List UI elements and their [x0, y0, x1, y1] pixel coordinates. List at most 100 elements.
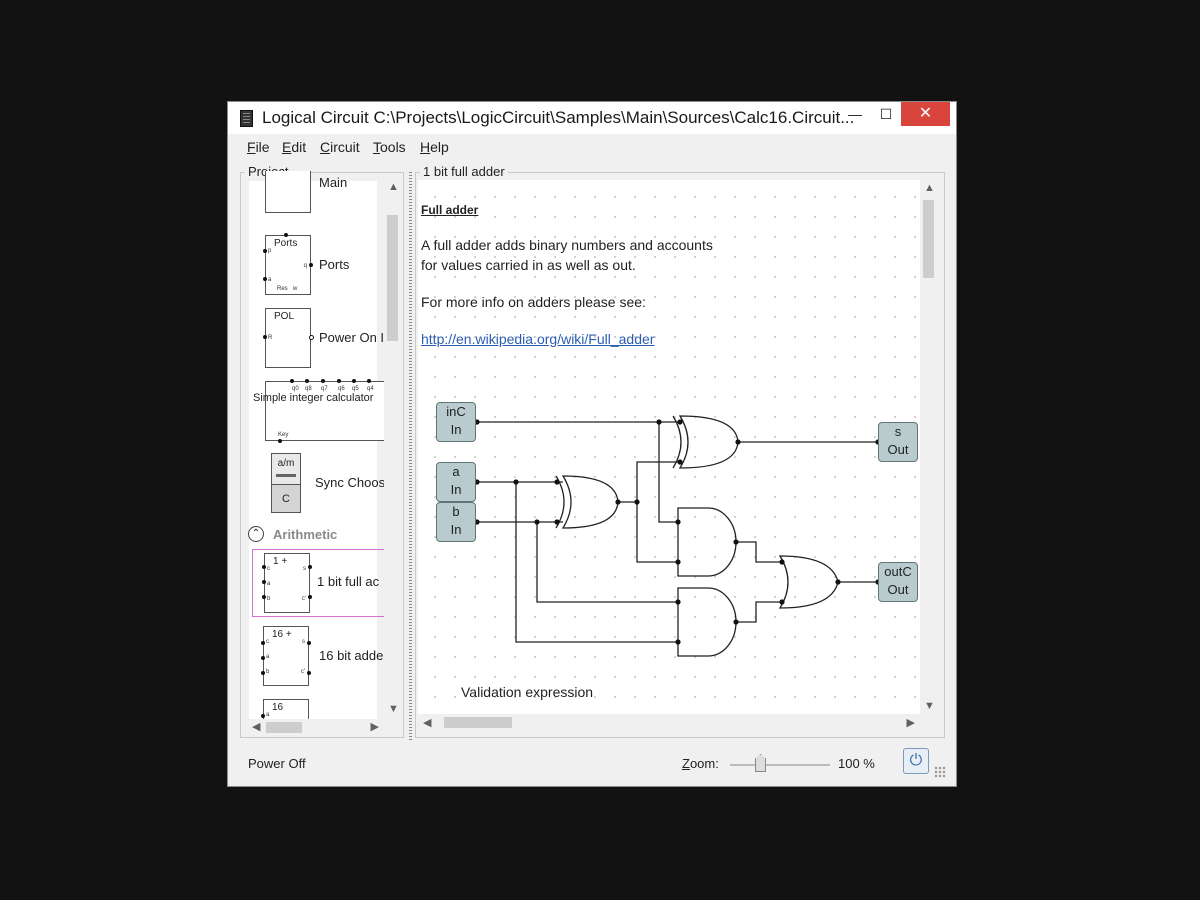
output-port-s-name: s [894, 424, 902, 439]
main-symbol [265, 171, 311, 213]
zoom-label: Zoom: [682, 756, 719, 771]
power-on-pin-r-label: R [268, 335, 273, 341]
input-port-a-kind: In [450, 482, 462, 497]
title-bar[interactable]: Logical Circuit C:\Projects\LogicCircuit… [228, 102, 956, 134]
chevron-up-icon[interactable]: ⌃ [248, 526, 264, 542]
calc-pin-q6-label: q6 [338, 386, 345, 392]
maximize-button[interactable]: ☐ [879, 106, 893, 122]
pin [262, 580, 266, 584]
category-arithmetic-label: Arithmetic [273, 527, 338, 542]
canvas-heading: Full adder [421, 203, 479, 217]
scroll-up-icon[interactable]: ▲ [388, 181, 399, 193]
menu-edit[interactable]: Edit [282, 139, 306, 155]
project-item-calculator[interactable]: q0 q8 q7 q6 q5 q4 Key Simple integer cal… [249, 379, 389, 445]
canvas-horizontal-scrollbar[interactable]: ◀ ▶ [418, 714, 920, 731]
input-port-b[interactable]: b In [436, 502, 476, 542]
zoom-value: 100 % [838, 756, 875, 771]
menu-bar: File Edit Circuit Tools Help [228, 135, 956, 157]
canvas-scroll-up-icon[interactable]: ▲ [924, 182, 935, 194]
junction [675, 559, 681, 565]
and-gate [677, 507, 737, 577]
menu-tools-accel: T [373, 139, 380, 155]
junction [615, 499, 621, 505]
project-item-ports[interactable]: Ports p q a Res w Ports [249, 233, 383, 299]
output-port-outC[interactable]: outC Out [878, 562, 918, 602]
canvas-vscroll-thumb[interactable] [923, 200, 934, 278]
project-vertical-scrollbar[interactable]: ▲ ▼ [384, 181, 401, 719]
input-port-inC-kind: In [450, 422, 462, 437]
adder16-symbol-title: 16 + [272, 629, 292, 640]
minimize-button[interactable]: — [848, 106, 862, 122]
panel-splitter[interactable] [409, 172, 412, 740]
project-item-power-on[interactable]: POL R Power On I [249, 308, 384, 372]
resize-grip[interactable] [934, 766, 946, 778]
canvas-vertical-scrollbar[interactable]: ▲ ▼ [920, 180, 937, 714]
fa-pin-s-label: s [303, 566, 306, 572]
pin [308, 565, 312, 569]
canvas-scroll-right-icon[interactable]: ▶ [906, 717, 915, 729]
circuit-canvas[interactable]: Full adder A full adder adds binary numb… [418, 180, 920, 714]
calc-key-label: Key [278, 432, 289, 438]
junction [656, 419, 662, 425]
project-item-main[interactable]: Main [249, 171, 383, 223]
canvas-hscroll-thumb[interactable] [444, 717, 512, 728]
project-horizontal-scrollbar[interactable]: ◀ ▶ [249, 719, 383, 735]
zoom-slider-thumb[interactable] [755, 754, 766, 772]
project-scroll-thumb[interactable] [387, 215, 398, 341]
a16-pin-c-label: c [266, 639, 269, 645]
junction [513, 479, 519, 485]
project-hscroll-thumb[interactable] [266, 722, 302, 733]
pin [262, 595, 266, 599]
junction [735, 439, 741, 445]
project-list[interactable]: Main Ports p q a Res w Ports [248, 171, 392, 729]
menu-tools-label: ools [380, 139, 406, 155]
menu-tools[interactable]: Tools [373, 139, 406, 155]
scroll-right-icon[interactable]: ▶ [370, 721, 379, 733]
ports-symbol: Ports p q a Res w [265, 235, 311, 295]
input-port-inC[interactable]: inC In [436, 402, 476, 442]
scroll-down-icon[interactable]: ▼ [388, 703, 399, 715]
output-port-outC-name: outC [884, 564, 912, 579]
output-port-s[interactable]: s Out [878, 422, 918, 462]
circuit-panel: 1 bit full adder [415, 164, 945, 738]
junction [675, 519, 681, 525]
output-port-outC-kind: Out [887, 582, 909, 597]
calculator-symbol: q0 q8 q7 q6 q5 q4 Key [265, 381, 389, 441]
pin [261, 714, 265, 718]
wikipedia-link[interactable]: http://en.wikipedia.org/wiki/Full_adder [421, 331, 655, 347]
junction [677, 459, 683, 465]
pin [307, 641, 311, 645]
project-item-main-label: Main [319, 175, 348, 190]
project-item-sync-chooser[interactable]: a/m C Sync Choos [249, 453, 385, 519]
pin [367, 379, 371, 383]
pin [308, 595, 312, 599]
pin [262, 565, 266, 569]
window-title: Logical Circuit C:\Projects\LogicCircuit… [262, 108, 855, 127]
menu-file[interactable]: File [247, 139, 270, 155]
pin [261, 641, 265, 645]
calc-pin-q8-label: q8 [305, 386, 312, 392]
menu-circuit[interactable]: Circuit [320, 139, 360, 155]
canvas-description-line2: for values carried in as well as out. [421, 257, 636, 273]
adder16-symbol: 16 + c a b s c' [263, 626, 309, 686]
pin [307, 671, 311, 675]
input-port-a[interactable]: a In [436, 462, 476, 502]
menu-help[interactable]: Help [420, 139, 449, 155]
canvas-more-info: For more info on adders please see: [421, 294, 646, 310]
ports-pin-a-label: a [268, 277, 272, 283]
power-button[interactable]: ⏻ [903, 748, 929, 774]
menu-edit-accel: E [282, 139, 292, 155]
scroll-left-icon[interactable]: ◀ [252, 721, 261, 733]
calc-pin-q4-label: q4 [367, 386, 374, 392]
partial-symbol-title: 16 [272, 702, 284, 713]
canvas-scroll-left-icon[interactable]: ◀ [423, 717, 432, 729]
project-item-full-adder[interactable]: 1 + c a b s c' 1 bit full ac [252, 549, 392, 617]
category-arithmetic[interactable]: ⌃ Arithmetic [248, 526, 383, 546]
pin [261, 671, 265, 675]
canvas-scroll-down-icon[interactable]: ▼ [924, 700, 935, 712]
project-item-16bit-adder[interactable]: 16 + c a b s c' 16 bit adde [249, 626, 383, 690]
input-port-a-name: a [452, 464, 460, 479]
close-button[interactable]: ✕ [901, 102, 950, 126]
project-panel: Project Main Ports p q a Res w Po [240, 164, 404, 738]
zoom-slider-track[interactable] [730, 764, 830, 766]
